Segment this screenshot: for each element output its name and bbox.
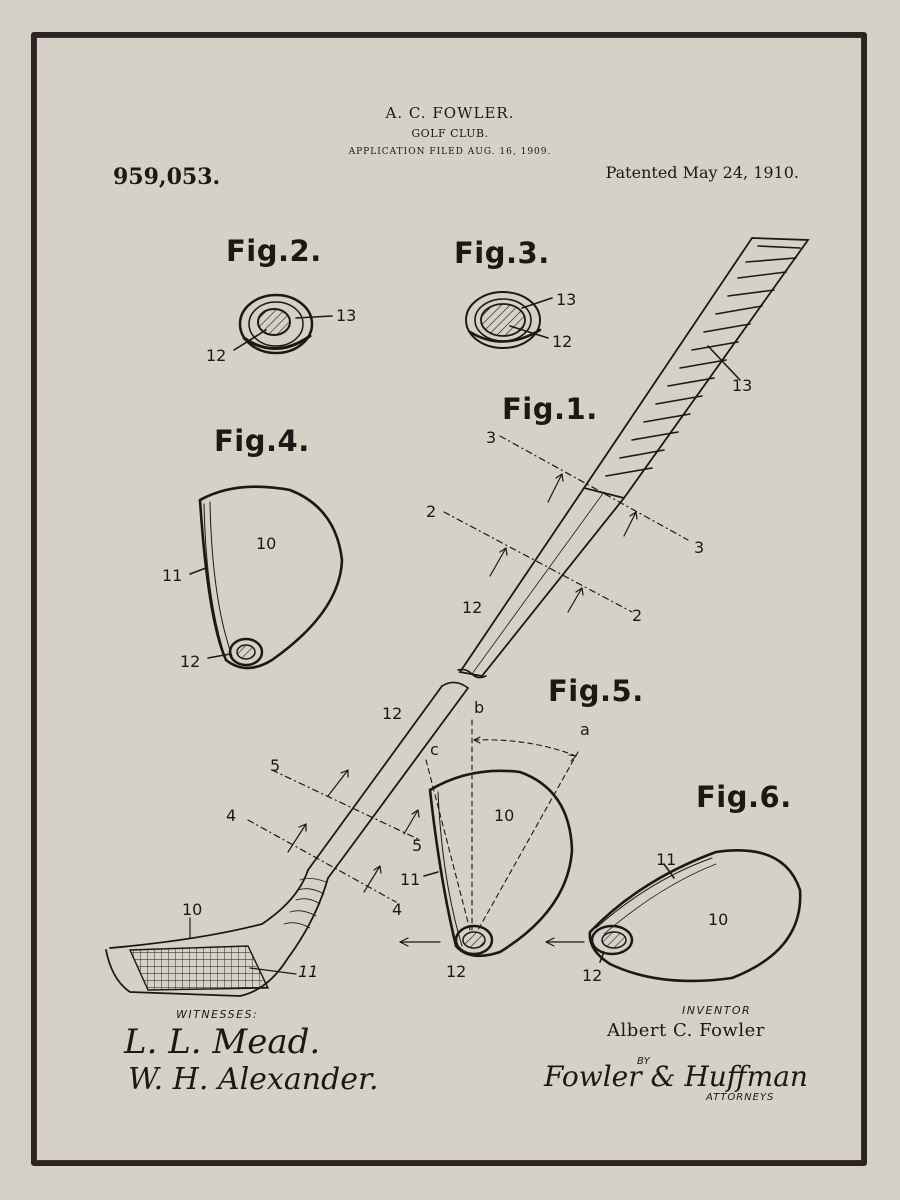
witness-signature-2: W. H. Alexander. (128, 1062, 379, 1097)
fig3-drawing (465, 291, 553, 349)
ref-fig2-13: 13 (336, 306, 357, 325)
fig2-drawing (233, 293, 333, 355)
ref-fig4-12: 12 (180, 652, 201, 671)
patent-number: 959,053. (113, 164, 221, 190)
ref-section-4b: 4 (392, 900, 403, 919)
fig5-label: Fig.5. (548, 674, 644, 708)
ref-fig2-12: 12 (206, 346, 227, 365)
ref-grip-13: 13 (732, 376, 753, 395)
ref-fig3-13: 13 (556, 290, 577, 309)
ref-head-11: 11 (298, 962, 319, 981)
section-arrows (287, 473, 638, 893)
fig4-drawing (189, 485, 344, 670)
fig6-drawing (545, 848, 802, 983)
ref-section-2b: 2 (632, 606, 643, 625)
ref-shaft-12a: 12 (462, 598, 483, 617)
fig1-shaft-lower (105, 681, 469, 997)
ref-section-5b: 5 (412, 836, 423, 855)
patent-date: Patented May 24, 1910. (605, 163, 799, 182)
ref-head-10: 10 (182, 900, 203, 919)
attorneys-label: ATTORNEYS (706, 1092, 775, 1103)
ref-fig5-a: a (580, 720, 590, 739)
fig6-label: Fig.6. (696, 780, 792, 814)
ref-fig5-10: 10 (494, 806, 515, 825)
ref-section-3a: 3 (486, 428, 497, 447)
application-date: APPLICATION FILED AUG. 16, 1909. (348, 147, 552, 157)
fig4-label: Fig.4. (214, 424, 310, 458)
witness-signature-1: L. L. Mead. (124, 1022, 321, 1062)
witnesses-label: WITNESSES: (176, 1008, 259, 1021)
fig3-label: Fig.3. (454, 236, 550, 270)
inventor-header: A. C. FOWLER. (385, 104, 515, 122)
inventor-label: INVENTOR (682, 1004, 752, 1017)
ref-fig5-12: 12 (446, 962, 467, 981)
ref-fig5-11: 11 (400, 870, 421, 889)
ref-fig5-b: b (474, 698, 485, 717)
ref-fig4-11: 11 (162, 566, 183, 585)
inventor-name: Albert C. Fowler (607, 1020, 765, 1041)
ref-fig3-12: 12 (552, 332, 573, 351)
ref-section-5a: 5 (270, 756, 281, 775)
ref-fig6-11: 11 (656, 850, 677, 869)
fig1-label: Fig.1. (502, 392, 598, 426)
invention-title: GOLF CLUB. (411, 127, 489, 140)
ref-shaft-12b: 12 (382, 704, 403, 723)
ref-fig4-10: 10 (256, 534, 277, 553)
ref-section-2a: 2 (426, 502, 437, 521)
fig1-shaft-upper (457, 237, 810, 679)
fig5-drawing (399, 719, 579, 958)
ref-fig6-10: 10 (708, 910, 729, 929)
ref-fig5-c: c (430, 740, 439, 759)
ref-fig6-12: 12 (582, 966, 603, 985)
attorney-signature: Fowler & Huffman (544, 1060, 808, 1093)
ref-section-3b: 3 (694, 538, 705, 557)
by-label: BY (637, 1056, 650, 1067)
ref-section-4a: 4 (226, 806, 237, 825)
fig2-label: Fig.2. (226, 234, 322, 268)
